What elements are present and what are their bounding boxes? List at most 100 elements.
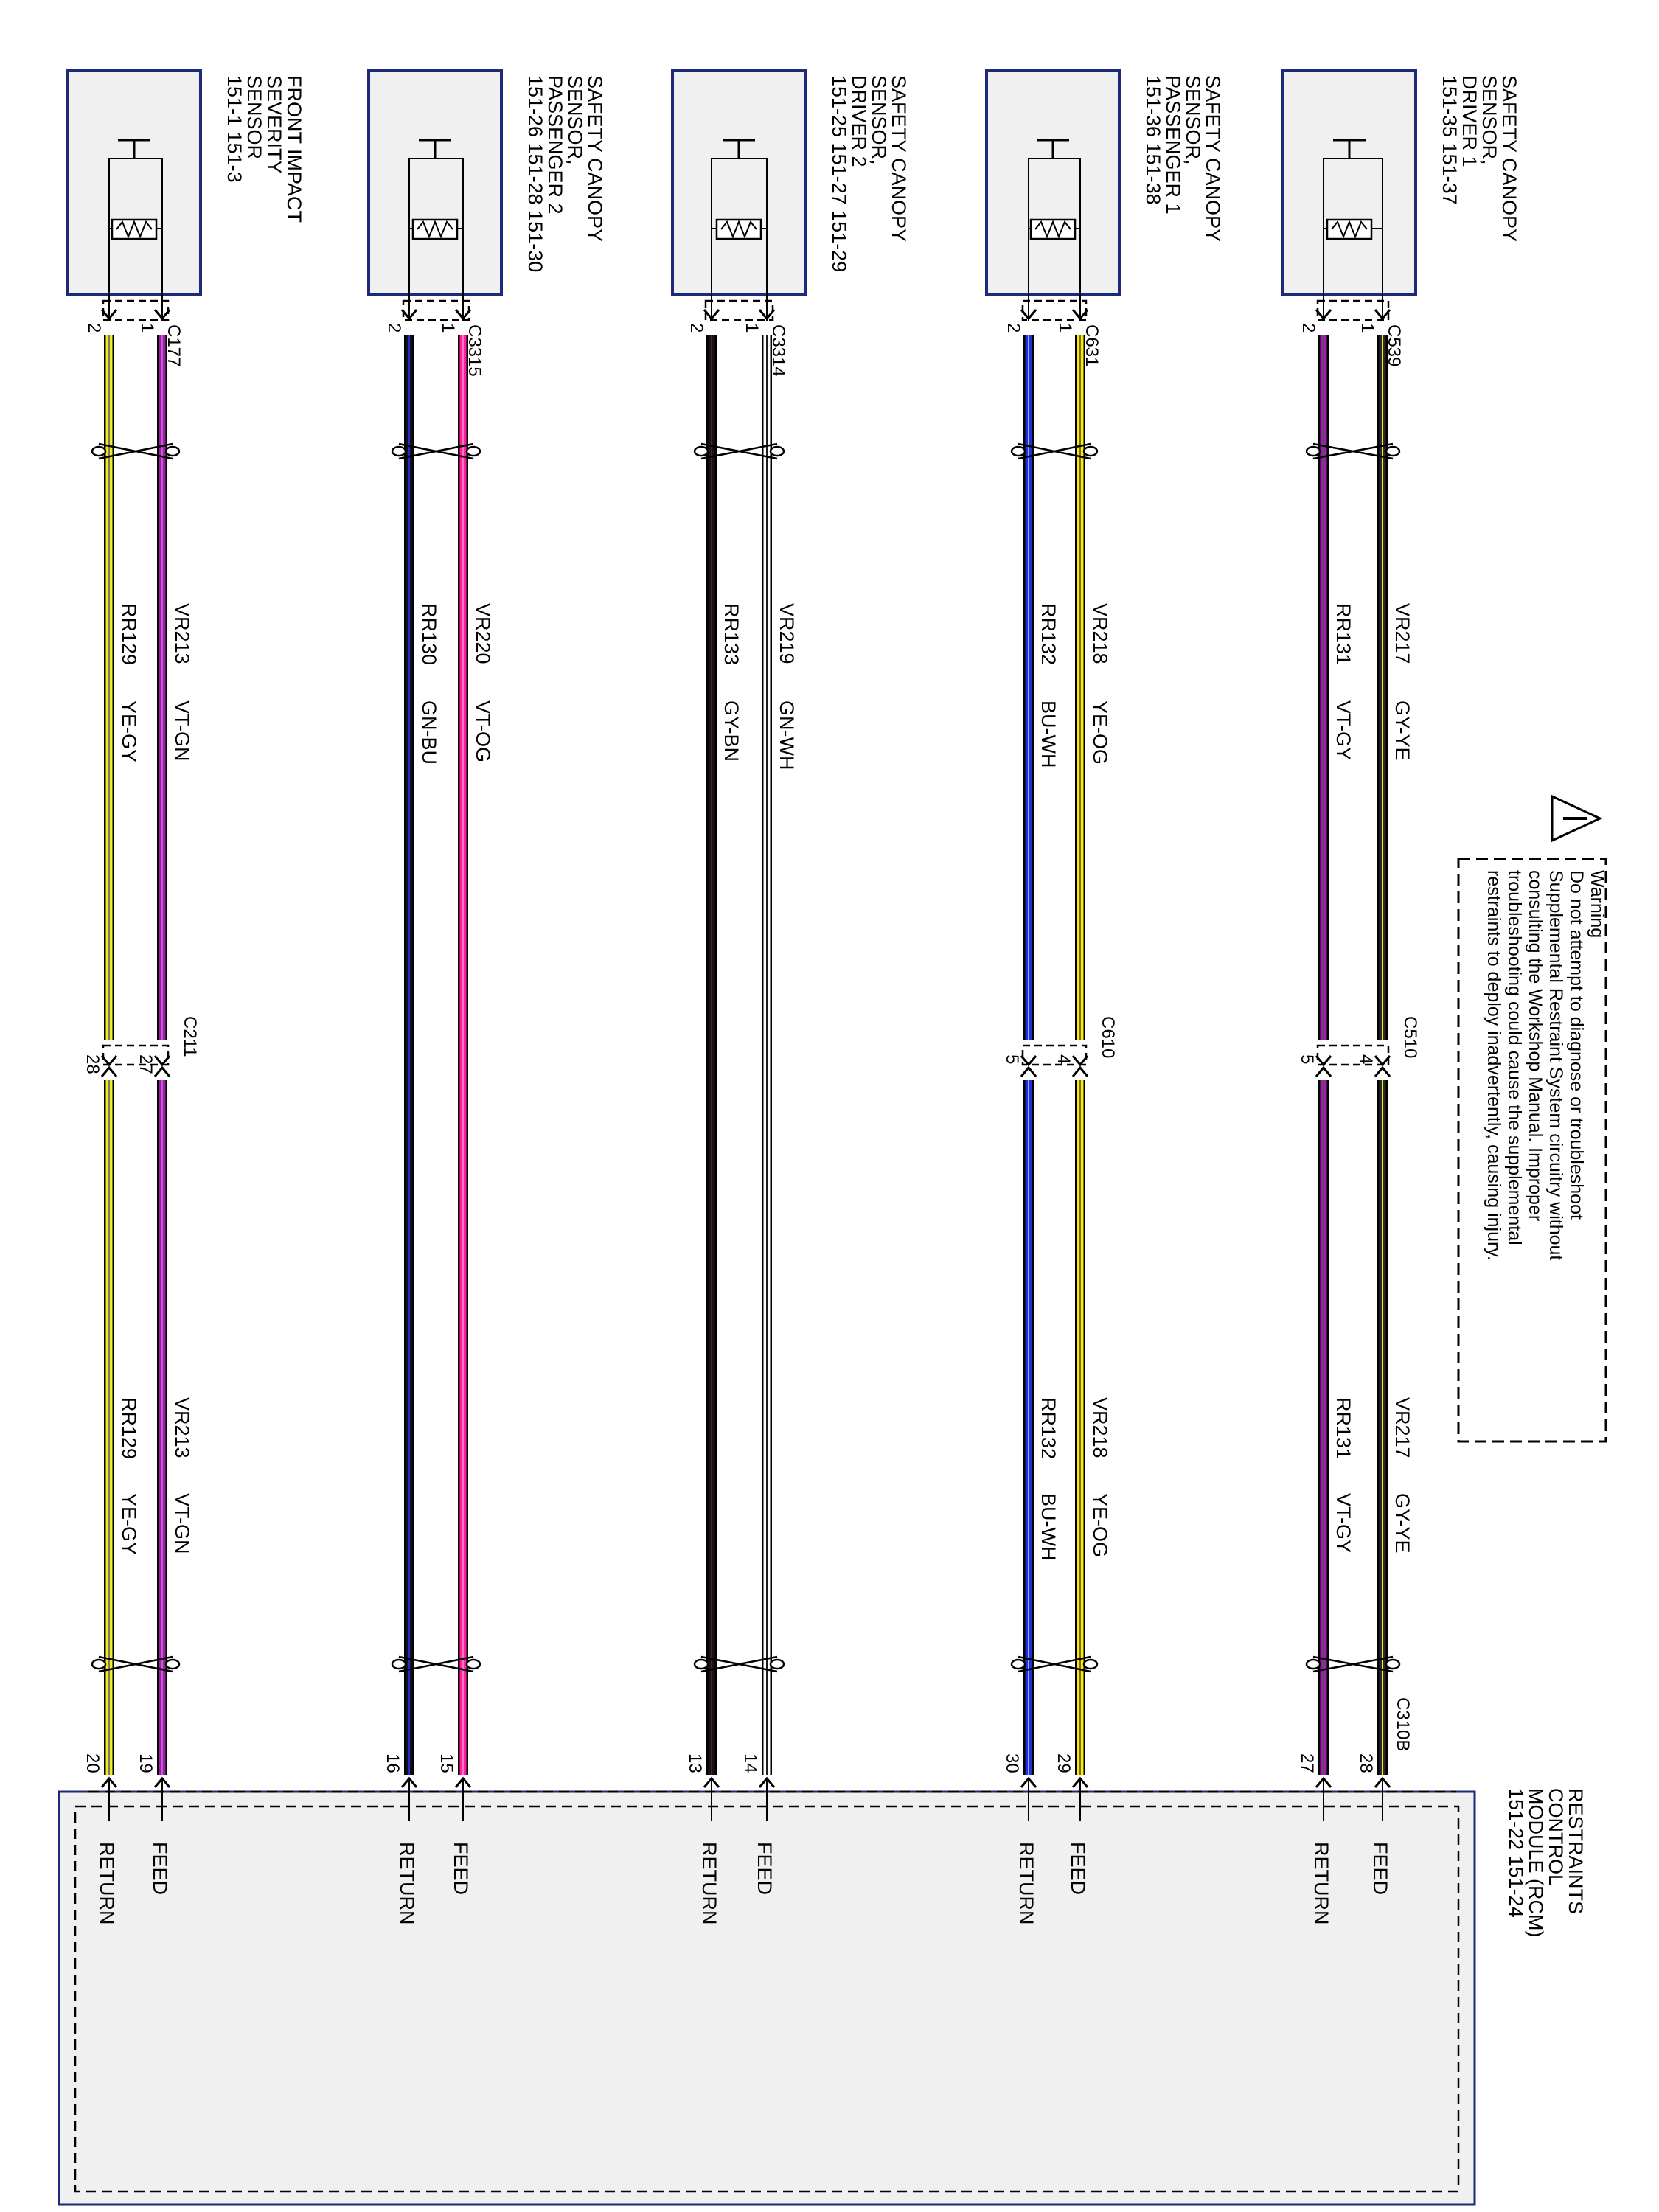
resistor-zigzag-icon [116,220,153,239]
twisted-pair-marker [693,1655,785,1673]
twisted-pair-loop-icon [1385,445,1401,457]
connector-pin-number: 1 [137,323,157,333]
twisted-pair-cross-icon [700,1655,778,1673]
twisted-pair-marker [1010,1655,1099,1673]
sensor-name: SAFETY CANOPY [584,75,606,242]
connector-pin-number: 1 [438,323,458,333]
feed-label: FEED [754,1842,776,1895]
inline-pin-number: 5 [1297,1054,1317,1064]
inline-connector-arrow-icon [1315,1065,1332,1077]
connector-pin-number: 2 [686,323,706,333]
twisted-pair-loop-icon [465,445,481,457]
connector-dashed-box [1316,299,1390,321]
feed-circuit-id: VR213 [171,1397,193,1458]
inline-connector-arrow-icon [1374,1065,1391,1077]
sensor-name: SAFETY CANOPY [1202,75,1224,242]
twisted-pair-loop-icon [769,445,785,457]
sensor-name: SENSOR [243,75,265,159]
feed-wire-color: VT-OG [472,700,494,762]
return-wire-color: GY-BN [720,700,742,762]
return-label: RETURN [698,1842,720,1925]
warning-text-line: Supplemental Restraint System circuitry … [1545,870,1566,1260]
return-wire-color: BU-WH [1037,1493,1060,1560]
inline-connector-arrow-icon [153,1055,171,1067]
sensor-box [985,69,1121,296]
twisted-pair-cross-icon [98,1655,173,1673]
twisted-pair-loop-icon [1010,445,1026,457]
return-circuit-id: RR129 [118,603,140,665]
connector-pin-number: 2 [384,323,404,333]
rcm-module-box [58,1790,1476,2206]
feed-label: FEED [149,1842,171,1895]
inline-connector-arrow-icon [1315,1055,1332,1067]
twisted-pair-cross-icon [1312,442,1394,460]
inline-connector-arrow-icon [153,1065,171,1077]
inline-pin-number: 4 [1054,1054,1074,1064]
twisted-pair-loop-icon [91,1658,107,1670]
rcm-module-label: 151-22 151-24 [1505,1788,1527,1918]
warning-text-line: consulting the Workshop Manual. Improper [1525,870,1545,1221]
twisted-pair-loop-icon [164,1658,181,1670]
warning-text-line: restraints to deploy inadvertently, caus… [1484,870,1504,1261]
twisted-pair-marker [391,1655,481,1673]
sensor-name: 151-1 151-3 [223,75,246,183]
sensor-name: DRIVER 2 [848,75,870,167]
connector-arrow-icon [703,309,720,321]
twisted-pair-cross-icon [398,442,474,460]
twisted-pair-loop-icon [465,1658,481,1670]
sensor-name: 151-25 151-27 151-29 [828,75,850,272]
sensor-name: SENSOR, [1478,75,1500,165]
resistor-zigzag-icon [417,220,453,239]
inline-connector-dashed-box [1021,1044,1088,1066]
sensor-box [66,69,202,296]
return-wire-color: VT-GY [1332,1493,1354,1553]
twisted-pair-cross-icon [1018,442,1091,460]
twisted-pair-loop-icon [91,445,107,457]
sensor-name: SENSOR, [564,75,586,165]
feed-circuit-id: VR218 [1089,603,1111,664]
twisted-pair-marker [91,442,181,460]
twisted-pair-marker [1305,1655,1401,1673]
feed-wire-color: GY-YE [1391,1493,1413,1554]
twisted-pair-marker [1305,442,1401,460]
sensor-name: DRIVER 1 [1458,75,1481,167]
warning-text-line: troubleshooting could cause the suppleme… [1504,870,1525,1245]
sensor-box [1281,69,1417,296]
return-wire-color: GN-BU [418,700,440,765]
connector-arrow-icon [100,309,118,321]
feed-wire-color: VT-GN [171,700,193,762]
connector-pin-number: 2 [1004,323,1023,333]
twisted-pair-cross-icon [398,1655,474,1673]
sensor-name: FRONT IMPACT [283,75,305,223]
rcm-pin-number: 28 [1356,1753,1376,1773]
sensor-name: SENSOR, [1182,75,1204,165]
rcm-module-label: MODULE (RCM) [1525,1788,1547,1938]
feed-wire-color: YE-OG [1089,1493,1111,1557]
rcm-connector-id: C310B [1393,1697,1413,1751]
sensor-name: SAFETY CANOPY [1498,75,1520,242]
return-circuit-id: RR131 [1332,603,1354,665]
connector-arrow-icon [454,309,472,321]
sensor-box [671,69,807,296]
return-circuit-id: RR132 [1037,1397,1060,1459]
twisted-pair-loop-icon [391,1658,407,1670]
twisted-pair-loop-icon [1010,1658,1026,1670]
inline-connector-id: C211 [180,1016,200,1057]
feed-wire-color: GY-YE [1391,700,1413,761]
inline-connector-dashed-box [1316,1044,1390,1066]
feed-label: FEED [1369,1842,1391,1895]
return-label: RETURN [1310,1842,1332,1925]
return-circuit-id: RR131 [1332,1397,1354,1459]
twisted-pair-cross-icon [1312,1655,1394,1673]
sensor-name: 151-35 151-37 [1439,75,1461,205]
return-label: RETURN [1015,1842,1037,1925]
inline-connector-arrow-icon [1374,1055,1391,1067]
twisted-pair-loop-icon [391,445,407,457]
connector-pin-number: 1 [1357,323,1377,333]
inline-pin-number: 4 [1356,1054,1376,1064]
warning-text-line: Do not attempt to diagnose or troublesho… [1566,870,1587,1220]
return-circuit-id: RR130 [418,603,440,665]
connector-dashed-box [704,299,774,321]
feed-circuit-id: VR213 [171,603,193,664]
